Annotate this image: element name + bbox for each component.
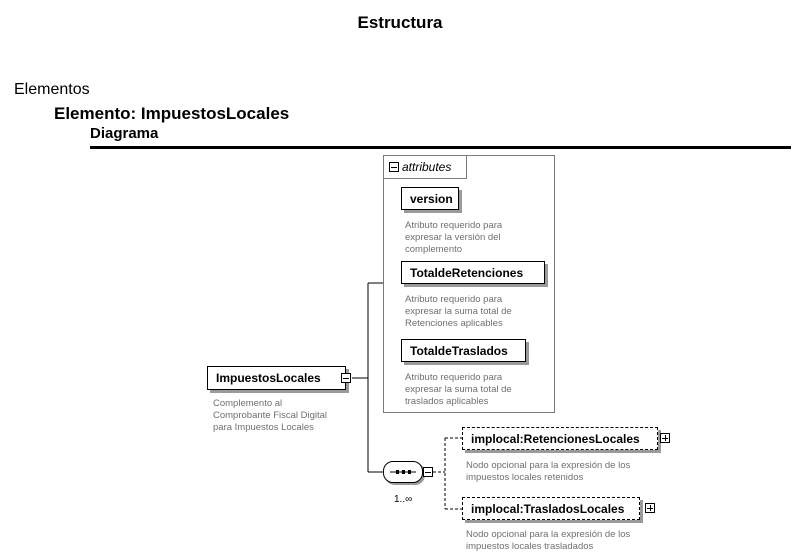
child-element-description: Nodo opcional para la expresión de los i…: [466, 460, 631, 483]
attributes-group-label: attributes: [402, 160, 452, 174]
heading-rule: [90, 146, 791, 149]
diagram-heading: Diagrama: [90, 125, 159, 142]
attribute-label: TotaldeTraslados: [410, 343, 508, 358]
attribute-description: Atributo requerido para expresar la vers…: [405, 220, 503, 255]
attribute-version[interactable]: version: [401, 187, 459, 210]
attribute-label: version: [410, 191, 453, 206]
root-element-description: Complemento al Comprobante Fiscal Digita…: [213, 398, 328, 433]
collapse-minus-icon[interactable]: [341, 373, 351, 383]
child-element-label: implocal:TrasladosLocales: [471, 501, 625, 516]
root-element-label: ImpuestosLocales: [216, 371, 321, 385]
child-element-retencioneslocales[interactable]: implocal:RetencionesLocales: [462, 427, 658, 450]
attribute-description: Atributo requerido para expresar la suma…: [405, 372, 512, 407]
expand-plus-icon[interactable]: [645, 503, 655, 513]
page-title: Estructura: [357, 13, 443, 32]
sequence-icon: [390, 470, 416, 474]
attribute-totaldetraslados[interactable]: TotaldeTraslados: [401, 339, 526, 362]
collapse-minus-icon[interactable]: [423, 467, 433, 477]
collapse-minus-icon[interactable]: [389, 162, 399, 172]
expand-plus-icon[interactable]: [660, 433, 670, 443]
child-element-trasladoslocales[interactable]: implocal:TrasladosLocales: [462, 497, 640, 520]
attributes-group-tab: [383, 155, 467, 179]
root-element-impuestoslocales[interactable]: ImpuestosLocales: [207, 366, 346, 390]
child-element-label: implocal:RetencionesLocales: [471, 431, 640, 446]
sequence-compositor[interactable]: [383, 461, 423, 483]
attribute-description: Atributo requerido para expresar la suma…: [405, 294, 512, 329]
sequence-multiplicity: 1..∞: [394, 494, 413, 505]
section-heading: Elementos: [14, 81, 90, 98]
attributes-group: [383, 155, 555, 413]
child-element-description: Nodo opcional para la expresión de los i…: [466, 529, 631, 552]
attribute-label: TotaldeRetenciones: [410, 265, 524, 280]
attribute-totalderetenciones[interactable]: TotaldeRetenciones: [401, 261, 545, 284]
element-heading: Elemento: ImpuestosLocales: [54, 104, 290, 123]
